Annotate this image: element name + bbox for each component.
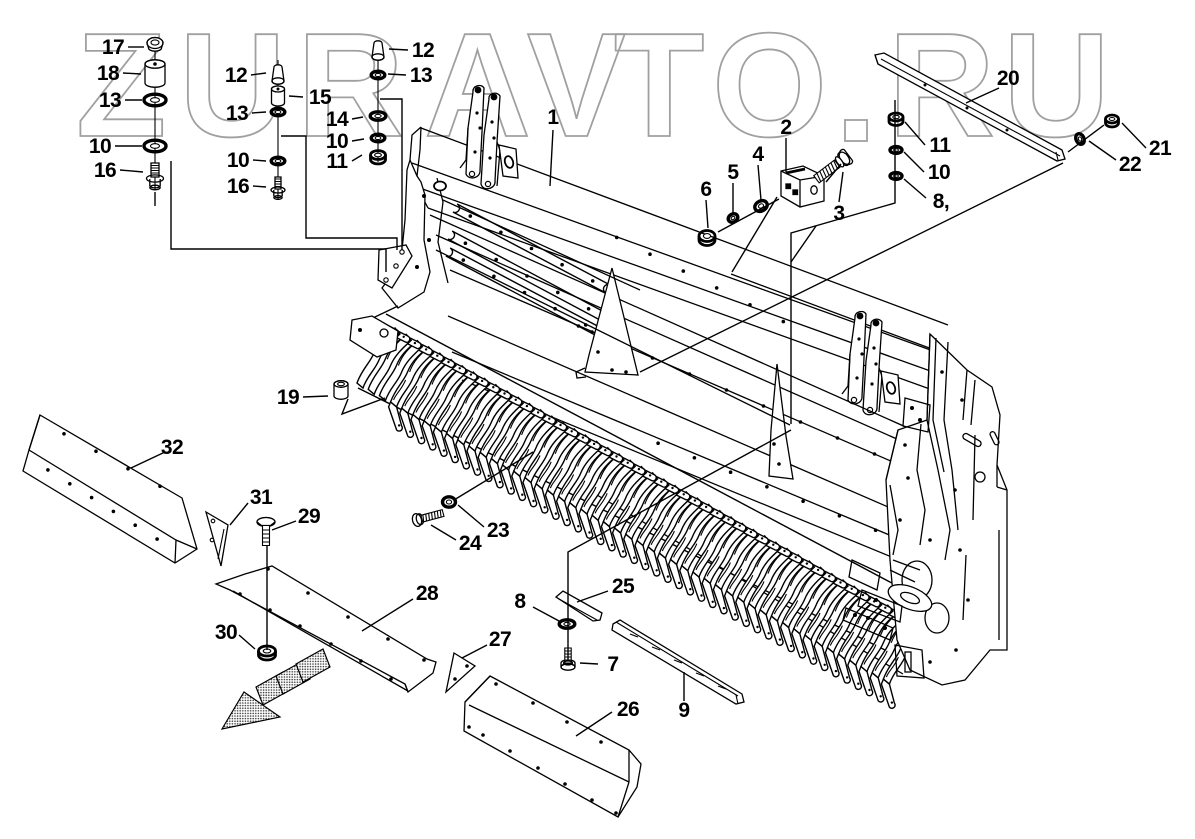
svg-text:16: 16 <box>227 175 249 198</box>
svg-text:25: 25 <box>612 575 635 598</box>
svg-text:13: 13 <box>226 102 248 125</box>
svg-text:28: 28 <box>416 582 439 605</box>
svg-text:24: 24 <box>459 532 482 555</box>
svg-text:22: 22 <box>1119 153 1141 176</box>
svg-text:8,: 8, <box>933 190 950 213</box>
svg-text:6: 6 <box>700 178 711 201</box>
svg-text:R: R <box>297 3 404 168</box>
svg-text:7: 7 <box>607 653 618 676</box>
svg-text:11: 11 <box>929 134 951 157</box>
svg-text:U: U <box>179 3 286 168</box>
svg-text:3: 3 <box>833 202 844 225</box>
svg-text:10: 10 <box>227 149 249 172</box>
svg-text:27: 27 <box>489 628 511 651</box>
svg-text:2: 2 <box>780 116 791 139</box>
svg-text:31: 31 <box>250 486 273 509</box>
svg-text:13: 13 <box>410 64 432 87</box>
svg-text:29: 29 <box>298 505 320 528</box>
svg-text:4: 4 <box>752 143 764 166</box>
svg-text:10: 10 <box>326 130 348 153</box>
svg-text:20: 20 <box>997 67 1019 90</box>
svg-text:12: 12 <box>412 39 434 62</box>
svg-text:11: 11 <box>326 150 348 173</box>
svg-text:V: V <box>527 3 626 168</box>
svg-text:10: 10 <box>89 135 111 158</box>
svg-text:13: 13 <box>99 89 121 112</box>
svg-text:15: 15 <box>309 86 332 109</box>
svg-text:30: 30 <box>215 621 237 644</box>
svg-text:19: 19 <box>277 386 299 409</box>
svg-text:9: 9 <box>678 699 689 722</box>
svg-text:8: 8 <box>514 590 526 613</box>
svg-text:O: O <box>712 3 827 168</box>
svg-text:16: 16 <box>94 159 116 182</box>
svg-text:12: 12 <box>225 64 247 87</box>
svg-text:1: 1 <box>547 106 559 129</box>
svg-text:23: 23 <box>487 519 509 542</box>
svg-text:10: 10 <box>928 161 950 184</box>
svg-text:14: 14 <box>326 108 349 131</box>
svg-text:26: 26 <box>617 698 639 721</box>
svg-text:32: 32 <box>161 436 183 459</box>
svg-text:5: 5 <box>727 161 739 184</box>
svg-text:21: 21 <box>1149 137 1172 160</box>
svg-text:17: 17 <box>102 36 124 59</box>
svg-text:18: 18 <box>97 62 120 85</box>
svg-text:T: T <box>614 3 704 168</box>
